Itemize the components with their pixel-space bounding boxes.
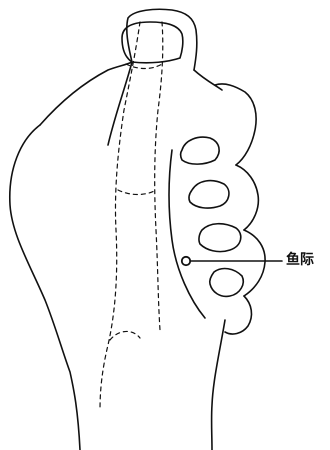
ring-finger-knuckle xyxy=(199,224,241,252)
ring-finger-outline xyxy=(244,230,265,296)
acupoint-label: 鱼际 xyxy=(286,253,314,267)
thumb-inner-contour xyxy=(108,62,132,145)
little-finger-outline xyxy=(225,296,251,334)
little-finger-knuckle xyxy=(210,269,244,297)
palm-upper-curve xyxy=(40,62,132,125)
wrist-right-edge xyxy=(212,320,225,450)
index-finger-knuckle xyxy=(181,137,220,164)
bone-outline-left xyxy=(100,22,140,410)
middle-finger-knuckle xyxy=(189,181,229,208)
bone-outline-right xyxy=(155,22,163,330)
thumb-palm-contour xyxy=(194,70,222,90)
hand-outline xyxy=(10,125,80,450)
index-finger-outline xyxy=(215,84,256,165)
acupoint-marker xyxy=(182,257,190,265)
bone-joint-base xyxy=(110,331,140,340)
bone-joint-lower xyxy=(118,190,156,195)
middle-finger-outline xyxy=(236,165,258,230)
